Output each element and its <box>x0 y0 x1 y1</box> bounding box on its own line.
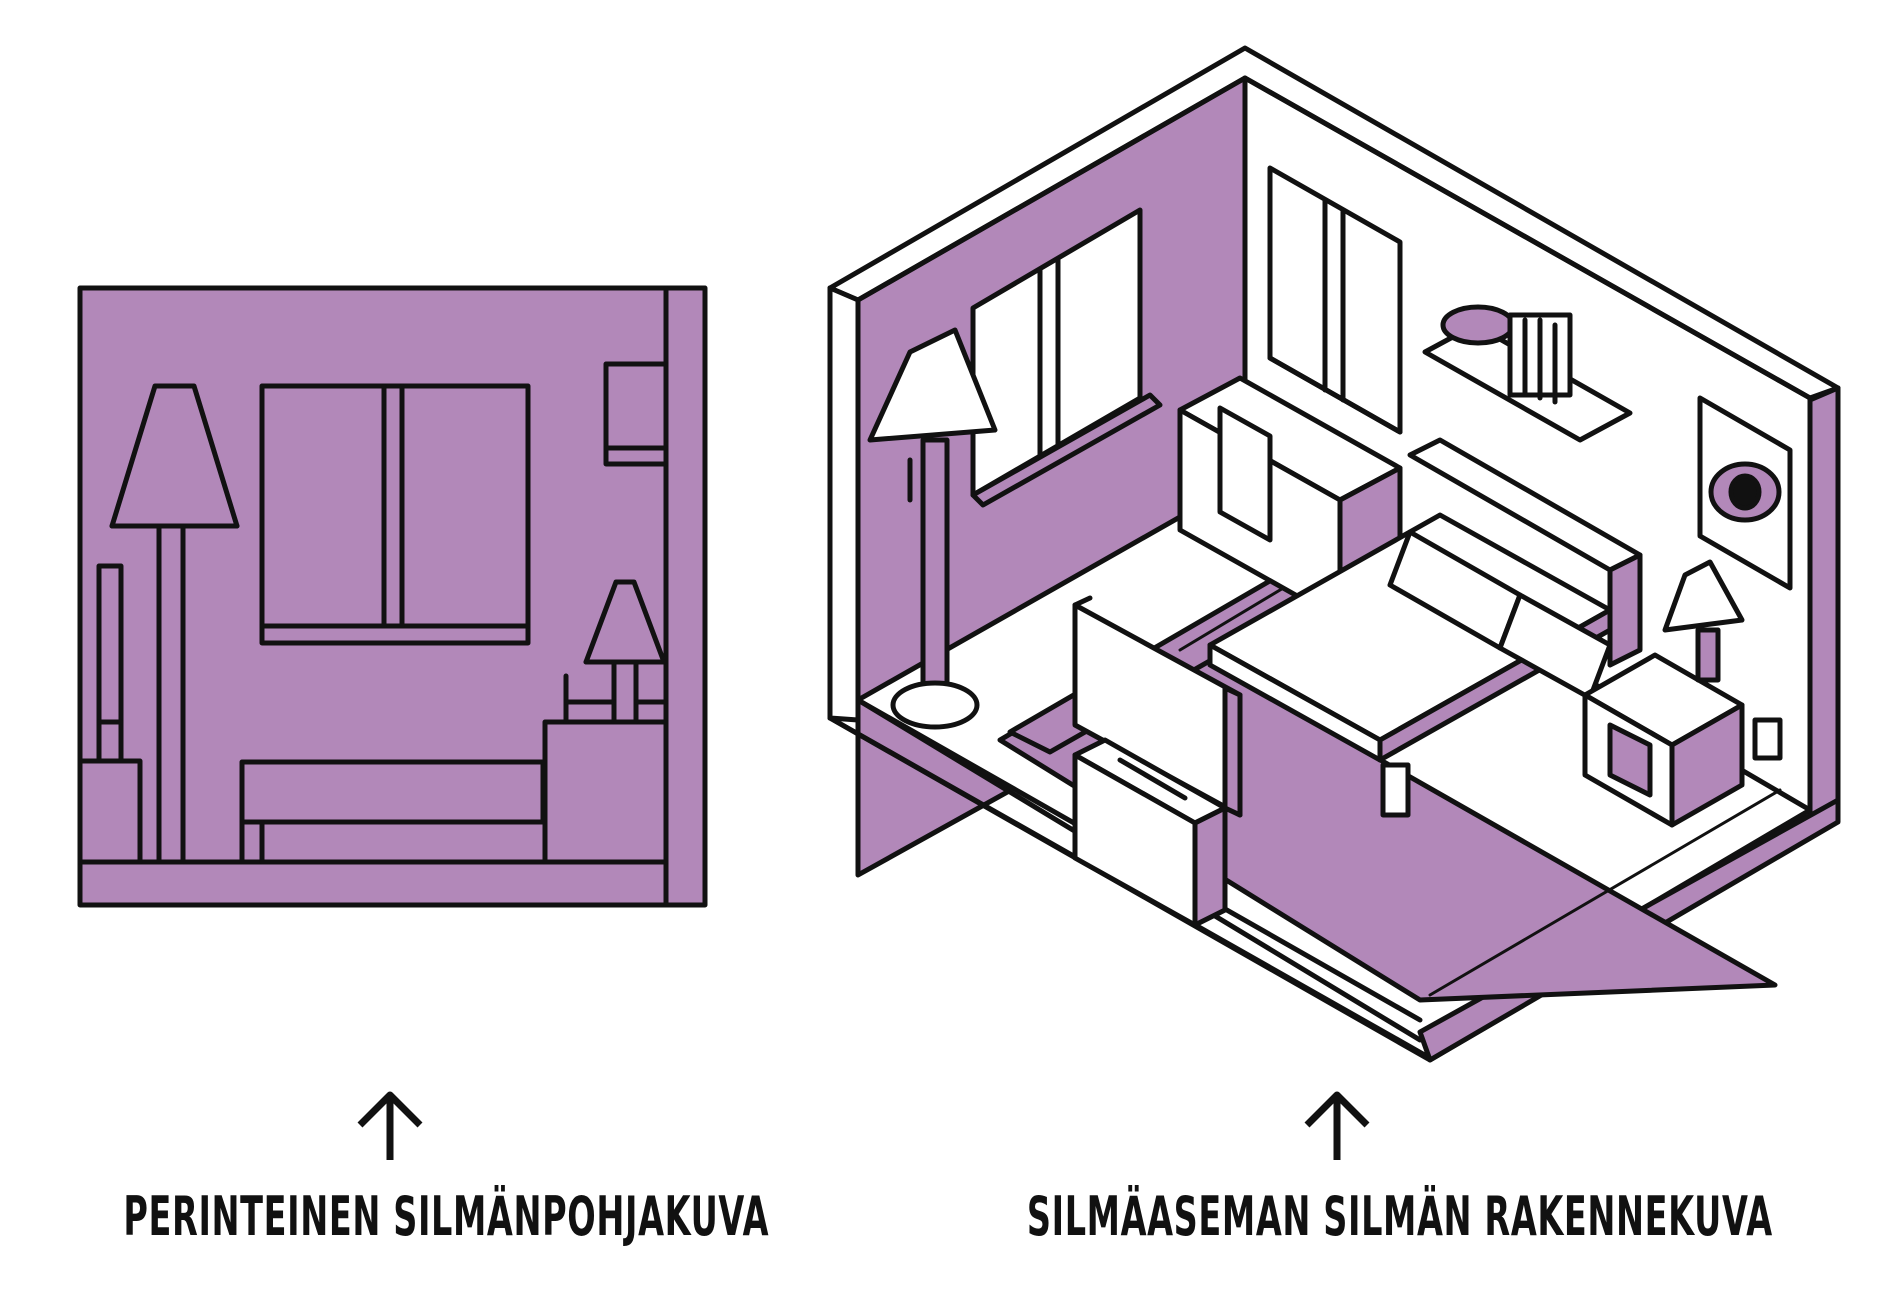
iso-bed <box>1207 512 1613 818</box>
arrow-up-icon <box>1304 1091 1370 1160</box>
iso-floor-lamp <box>867 327 998 730</box>
arrow-up-icon <box>357 1091 423 1160</box>
iso-wall-socket <box>1752 717 1783 761</box>
iso-back-window <box>1267 165 1403 435</box>
iso-tv <box>1072 595 1243 818</box>
front-window <box>259 383 531 646</box>
front-wall-picture <box>603 361 669 467</box>
caption-eye-station-structure-image: SILMÄASEMAN SILMÄN RAKENNEKUVA <box>1026 1185 1773 1248</box>
front-view-room <box>77 285 708 908</box>
isometric-room <box>827 45 1841 1063</box>
iso-wall-shelf <box>1422 304 1633 443</box>
iso-desk <box>1177 375 1403 623</box>
front-floor-lamp <box>109 383 240 865</box>
iso-tv-cabinet <box>1072 737 1228 928</box>
caption-traditional-fundus-image: PERINTEINEN SILMÄNPOHJAKUVA <box>123 1185 770 1248</box>
front-nightstand <box>542 579 669 865</box>
iso-nightstand <box>1582 559 1745 828</box>
iso-eye-poster <box>1697 395 1793 591</box>
front-chair <box>77 563 143 865</box>
